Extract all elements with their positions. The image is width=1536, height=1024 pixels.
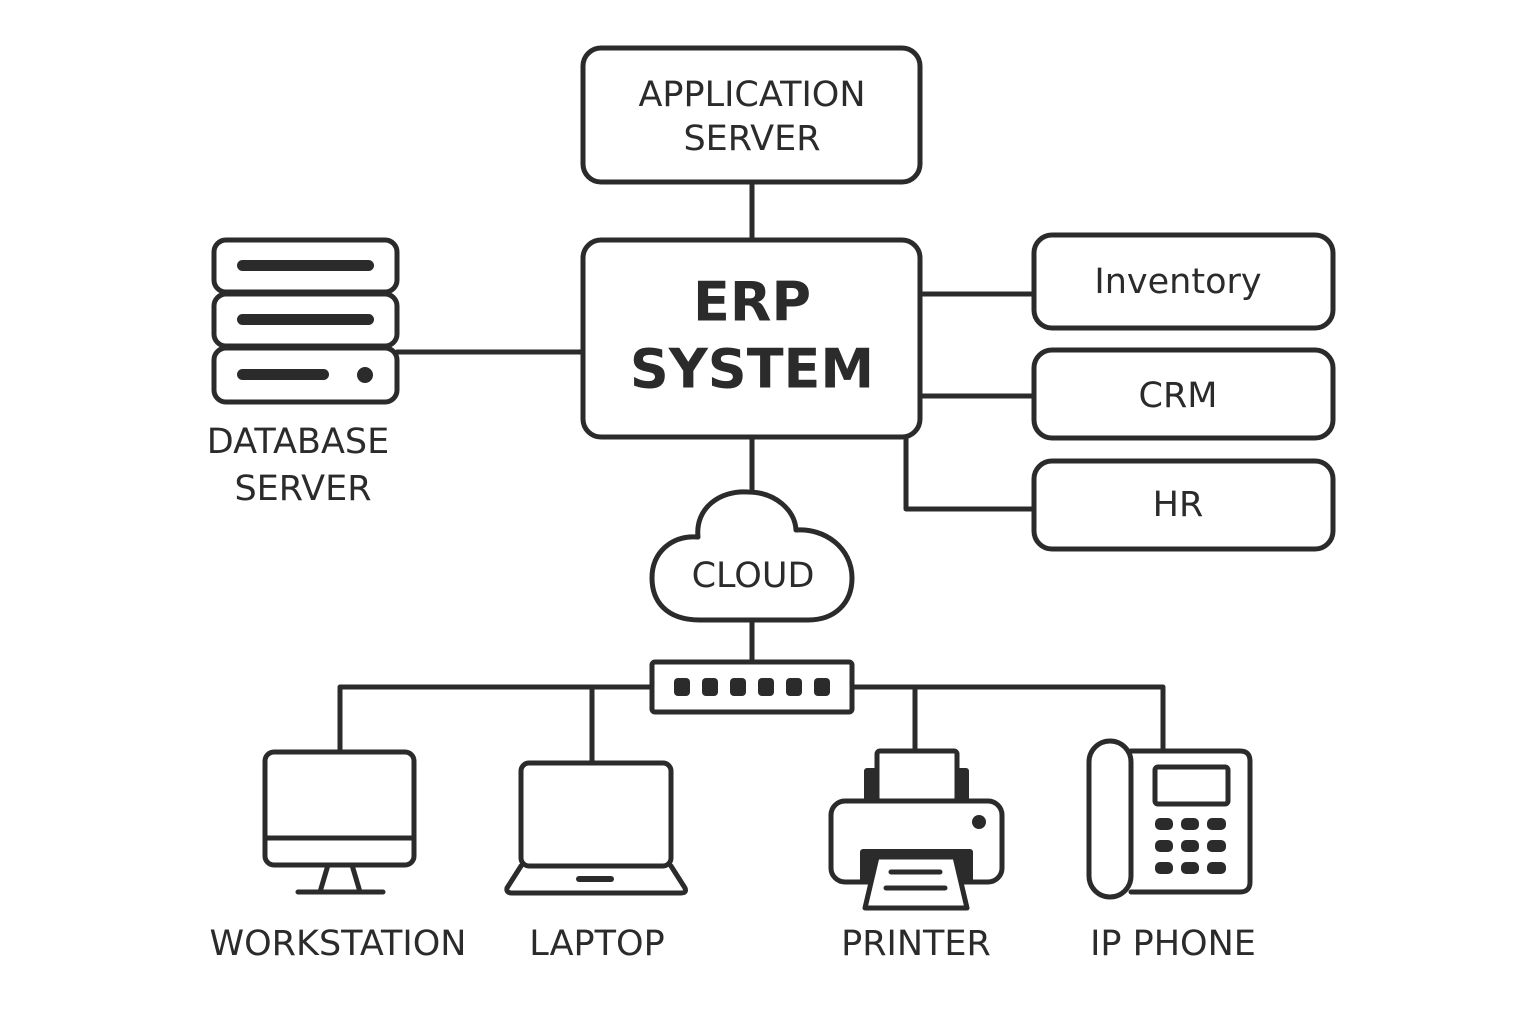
workstation-node[interactable]: WORKSTATION xyxy=(210,749,467,964)
phone-icon xyxy=(1086,738,1253,900)
database-server-icon xyxy=(211,237,400,405)
printer-label: PRINTER xyxy=(841,924,991,964)
erp-label-2: SYSTEM xyxy=(630,338,874,401)
hr-label: HR xyxy=(1153,485,1204,525)
network-switch-icon xyxy=(649,659,855,715)
laptop-label: LAPTOP xyxy=(529,924,664,964)
crm-node[interactable]: CRM xyxy=(1031,347,1336,441)
cloud-label: CLOUD xyxy=(692,556,815,596)
database-server-node[interactable]: DATABASE SERVER xyxy=(207,237,400,509)
erp-system-node[interactable]: ERP SYSTEM xyxy=(580,237,923,440)
workstation-label: WORKSTATION xyxy=(210,924,467,964)
printer-node[interactable]: PRINTER xyxy=(828,748,1005,964)
ip-phone-node[interactable]: IP PHONE xyxy=(1086,738,1256,964)
monitor-icon xyxy=(262,749,417,895)
inventory-node[interactable]: Inventory xyxy=(1031,232,1336,331)
link-switch-left xyxy=(337,684,655,766)
cloud-node[interactable]: CLOUD xyxy=(649,489,855,623)
crm-label: CRM xyxy=(1139,376,1218,416)
link-erp-hr xyxy=(903,434,1037,512)
cloud-icon xyxy=(649,489,855,623)
application-server-label-2: SERVER xyxy=(683,119,820,159)
laptop-icon xyxy=(504,760,688,896)
laptop-node[interactable]: LAPTOP xyxy=(504,760,688,964)
application-server-node[interactable]: APPLICATION SERVER xyxy=(580,45,923,185)
erp-label-1: ERP xyxy=(693,271,811,334)
printer-icon xyxy=(828,748,1005,911)
database-server-label-2: SERVER xyxy=(234,469,371,509)
connectors xyxy=(337,179,1166,766)
application-server-label-1: APPLICATION xyxy=(638,75,865,115)
inventory-label: Inventory xyxy=(1094,262,1261,302)
link-switch-right xyxy=(849,684,1166,753)
hr-node[interactable]: HR xyxy=(1031,458,1336,552)
database-server-label-1: DATABASE xyxy=(207,422,389,462)
ip-phone-label: IP PHONE xyxy=(1090,924,1256,964)
